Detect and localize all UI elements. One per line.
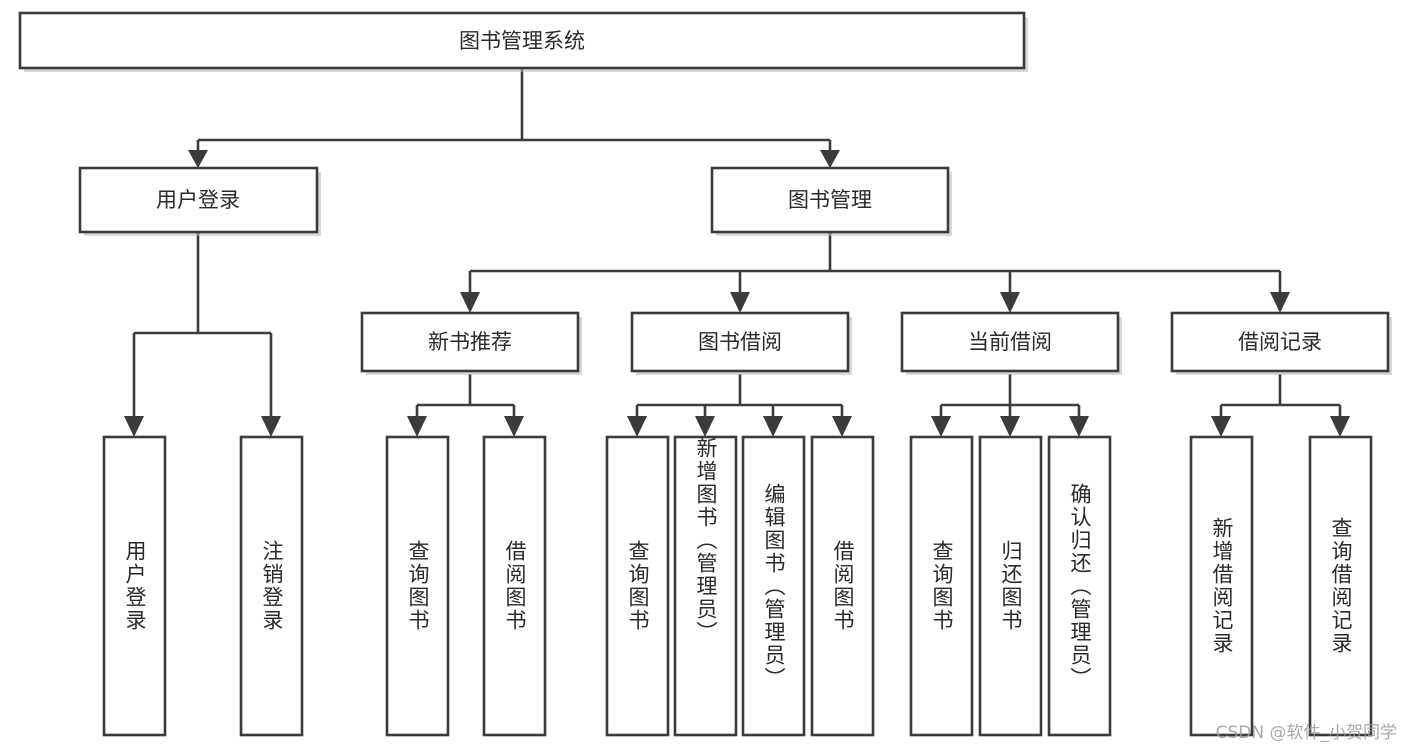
node-new-book-recommend[interactable]: 新书推荐 (360, 311, 582, 375)
node-user-login[interactable]: 用户登录 (78, 166, 321, 236)
node-user-login-rect[interactable] (78, 166, 319, 234)
node-root[interactable]: 图书管理系统 (18, 11, 1028, 72)
node-book-borrow[interactable]: 图书借阅 (630, 311, 852, 375)
node-book-borrow-rect[interactable] (630, 311, 850, 373)
node-current-borrow-rect[interactable] (900, 311, 1120, 373)
leaf-rect-confirm-return-admin[interactable] (1047, 435, 1112, 737)
leaf-box-group (102, 435, 1373, 737)
csdn-watermark: CSDN @软件_小贺同学 (1215, 723, 1397, 743)
leaf-rect-borrow-book-2[interactable] (810, 435, 875, 737)
arrow-root-to-user-login (188, 150, 208, 168)
leaf-rect-query-book-1[interactable] (385, 435, 450, 737)
arrow-root-to-book-mgmt (820, 150, 840, 168)
leaf-rect-borrow-book-1[interactable] (482, 435, 547, 737)
leaf-rect-edit-book-admin[interactable] (741, 435, 806, 737)
arrow-borrow-record-leaf-2 (1330, 416, 1350, 437)
arrow-book-borrow-leaf-3 (763, 416, 783, 437)
leaf-rect-add-borrow-record[interactable] (1189, 435, 1254, 737)
arrow-current-borrow-leaf-1 (931, 416, 951, 437)
leaf-rect-query-book-3[interactable] (909, 435, 974, 737)
arrow-book-mgmt-child-1 (460, 292, 480, 313)
node-root-rect[interactable] (18, 11, 1026, 70)
node-borrow-record-label: 借阅记录 (1238, 330, 1322, 354)
leaf-rect-return-book[interactable] (978, 435, 1043, 737)
arrow-book-mgmt-child-2 (730, 292, 750, 313)
node-current-borrow-label: 当前借阅 (968, 330, 1052, 354)
arrow-current-borrow-leaf-2 (1000, 416, 1020, 437)
node-book-management-label: 图书管理 (788, 188, 872, 212)
arrow-user-login-leaf-1 (124, 416, 144, 437)
node-borrow-record[interactable]: 借阅记录 (1170, 311, 1392, 375)
arrow-book-mgmt-child-4 (1270, 292, 1290, 313)
arrow-book-borrow-leaf-4 (832, 416, 852, 437)
node-book-management[interactable]: 图书管理 (710, 166, 952, 236)
node-new-book-recommend-label: 新书推荐 (428, 330, 512, 354)
leaf-rect-add-book-admin[interactable] (673, 435, 738, 737)
node-book-borrow-label: 图书借阅 (698, 330, 782, 354)
arrow-book-mgmt-child-3 (1000, 292, 1020, 313)
leaf-rect-logout[interactable] (239, 435, 304, 737)
arrow-borrow-record-leaf-1 (1211, 416, 1231, 437)
arrow-new-book-leaf-1 (407, 416, 427, 437)
leaf-rect-query-book-2[interactable] (605, 435, 670, 737)
arrow-user-login-leaf-2 (261, 416, 281, 437)
arrow-book-borrow-leaf-2 (695, 416, 715, 437)
arrow-book-borrow-leaf-1 (627, 416, 647, 437)
node-borrow-record-rect[interactable] (1170, 311, 1390, 373)
node-new-book-recommend-rect[interactable] (360, 311, 580, 373)
node-root-label: 图书管理系统 (459, 29, 585, 53)
node-user-login-label: 用户登录 (156, 188, 240, 212)
node-book-management-rect[interactable] (710, 166, 950, 234)
leaf-rect-user-login[interactable] (102, 435, 167, 737)
arrow-current-borrow-leaf-3 (1069, 416, 1089, 437)
connector-group (124, 68, 1350, 437)
arrow-new-book-leaf-2 (504, 416, 524, 437)
leaf-rect-query-borrow-record[interactable] (1308, 435, 1373, 737)
node-current-borrow[interactable]: 当前借阅 (900, 311, 1122, 375)
